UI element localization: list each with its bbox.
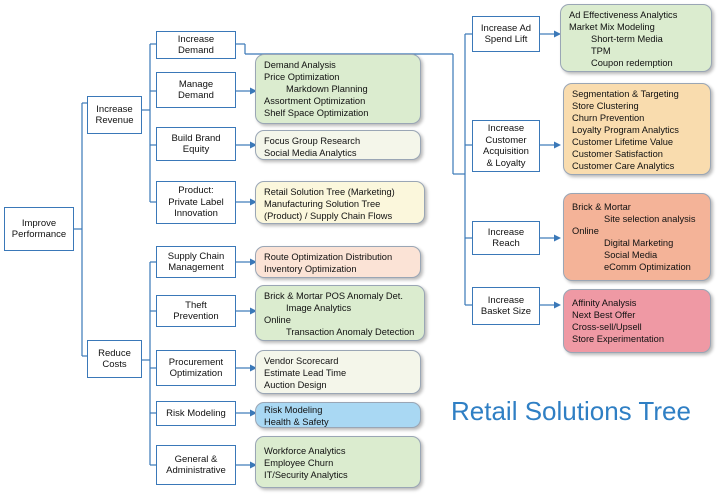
list-basket-size: Affinity Analysis Next Best Offer Cross-… xyxy=(563,289,711,353)
list-item: Affinity Analysis xyxy=(572,298,637,308)
node-label: Manage Demand xyxy=(178,78,214,102)
root-label: Improve Performance xyxy=(11,217,67,241)
list-item: Store Clustering xyxy=(572,101,639,111)
list-item: Social Media xyxy=(604,250,658,260)
node-label: Build Brand Equity xyxy=(171,132,221,156)
list-increase-reach: Brick & Mortar Site selection analysis O… xyxy=(563,193,711,281)
list-item: Short-term Media xyxy=(591,34,663,44)
list-item: Markdown Planning xyxy=(286,84,368,94)
list-item: Ad Effectiveness Analytics xyxy=(569,10,678,20)
list-general-admin: Workforce Analytics Employee Churn IT/Se… xyxy=(255,436,421,488)
list-item: TPM xyxy=(591,46,611,56)
list-supply-chain: Route Optimization Distribution Inventor… xyxy=(255,246,421,278)
node-label: Supply Chain Management xyxy=(167,250,225,274)
list-item: Customer Care Analytics xyxy=(572,161,675,171)
list-item: Estimate Lead Time xyxy=(264,368,347,378)
list-item: Risk Modeling xyxy=(264,405,323,415)
node-general-admin: General & Administrative xyxy=(156,445,236,485)
list-customer-acquisition: Segmentation & Targeting Store Clusterin… xyxy=(563,83,711,175)
node-label: Theft Prevention xyxy=(173,299,219,323)
branch-label: Increase Revenue xyxy=(95,103,134,127)
list-item: Loyalty Program Analytics xyxy=(572,125,679,135)
list-item: eComm Optimization xyxy=(604,262,691,272)
list-item: Demand Analysis xyxy=(264,60,336,70)
node-label: Increase Demand xyxy=(177,33,215,57)
list-item: Auction Design xyxy=(264,380,327,390)
list-item: Retail Solution Tree (Marketing) xyxy=(264,187,395,197)
list-item: Site selection analysis xyxy=(604,214,696,224)
list-item: IT/Security Analytics xyxy=(264,470,348,480)
list-item: Health & Safety xyxy=(264,417,329,427)
list-procurement: Vendor Scorecard Estimate Lead Time Auct… xyxy=(255,350,421,394)
list-item: Online xyxy=(264,315,291,325)
list-item: Brick & Mortar POS Anomaly Det. xyxy=(264,291,403,301)
node-label: Product: Private Label Innovation xyxy=(168,185,224,220)
list-item: Workforce Analytics xyxy=(264,446,346,456)
branch-increase-revenue: Increase Revenue xyxy=(87,96,142,134)
node-increase-demand: Increase Demand xyxy=(156,31,236,59)
list-item: Digital Marketing xyxy=(604,238,674,248)
list-item: Customer Lifetime Value xyxy=(572,137,674,147)
list-item: Employee Churn xyxy=(264,458,334,468)
list-item: Vendor Scorecard xyxy=(264,356,339,366)
branch-label: Reduce Costs xyxy=(98,347,131,371)
node-procurement: Procurement Optimization xyxy=(156,350,236,386)
list-item: Focus Group Research xyxy=(264,136,361,146)
list-item: (Product) / Supply Chain Flows xyxy=(264,211,393,221)
node-increase-reach: Increase Reach xyxy=(472,221,540,255)
list-item: Cross-sell/Upsell xyxy=(572,322,642,332)
list-build-brand: Focus Group Research Social Media Analyt… xyxy=(255,130,421,160)
list-item: Next Best Offer xyxy=(572,310,636,320)
list-ad-spend: Ad Effectiveness Analytics Market Mix Mo… xyxy=(560,4,712,72)
node-customer-acquisition: Increase Customer Acquisition & Loyalty xyxy=(472,120,540,172)
list-theft-prevention: Brick & Mortar POS Anomaly Det. Image An… xyxy=(255,285,425,341)
list-item: Churn Prevention xyxy=(572,113,645,123)
list-manage-demand: Demand Analysis Price Optimization Markd… xyxy=(255,54,421,124)
node-risk-modeling: Risk Modeling xyxy=(156,401,236,426)
node-manage-demand: Manage Demand xyxy=(156,72,236,108)
node-label: Risk Modeling xyxy=(166,407,226,419)
branch-reduce-costs: Reduce Costs xyxy=(87,340,142,378)
list-item: Route Optimization Distribution xyxy=(264,252,393,262)
list-item: Shelf Space Optimization xyxy=(264,108,369,118)
list-item: Segmentation & Targeting xyxy=(572,89,679,99)
list-item: Image Analytics xyxy=(286,303,352,313)
node-label: Procurement Optimization xyxy=(168,356,224,380)
list-item: Social Media Analytics xyxy=(264,148,357,158)
list-item: Transaction Anomaly Detection xyxy=(286,327,415,337)
list-item: Brick & Mortar xyxy=(572,202,631,212)
node-label: Increase Reach xyxy=(487,226,525,250)
list-item: Coupon redemption xyxy=(591,58,673,68)
list-risk-modeling: Risk Modeling Health & Safety xyxy=(255,402,421,428)
list-item: Manufacturing Solution Tree xyxy=(264,199,381,209)
diagram-title: Retail Solutions Tree xyxy=(451,396,691,426)
list-item: Inventory Optimization xyxy=(264,264,357,274)
node-supply-chain: Supply Chain Management xyxy=(156,246,236,278)
node-label: Increase Ad Spend Lift xyxy=(480,22,532,46)
list-item: Customer Satisfaction xyxy=(572,149,663,159)
list-private-label: Retail Solution Tree (Marketing) Manufac… xyxy=(255,181,425,224)
node-private-label: Product: Private Label Innovation xyxy=(156,181,236,224)
list-item: Assortment Optimization xyxy=(264,96,366,106)
node-label: Increase Basket Size xyxy=(480,294,532,318)
node-theft-prevention: Theft Prevention xyxy=(156,295,236,327)
node-build-brand-equity: Build Brand Equity xyxy=(156,127,236,161)
node-increase-ad-spend: Increase Ad Spend Lift xyxy=(472,16,540,52)
list-item: Store Experimentation xyxy=(572,334,664,344)
list-item: Market Mix Modeling xyxy=(569,22,655,32)
node-increase-basket: Increase Basket Size xyxy=(472,287,540,325)
list-item: Price Optimization xyxy=(264,72,340,82)
list-item: Online xyxy=(572,226,599,236)
node-label: General & Administrative xyxy=(166,453,226,477)
root-node: Improve Performance xyxy=(4,207,74,251)
node-label: Increase Customer Acquisition & Loyalty xyxy=(483,123,529,169)
